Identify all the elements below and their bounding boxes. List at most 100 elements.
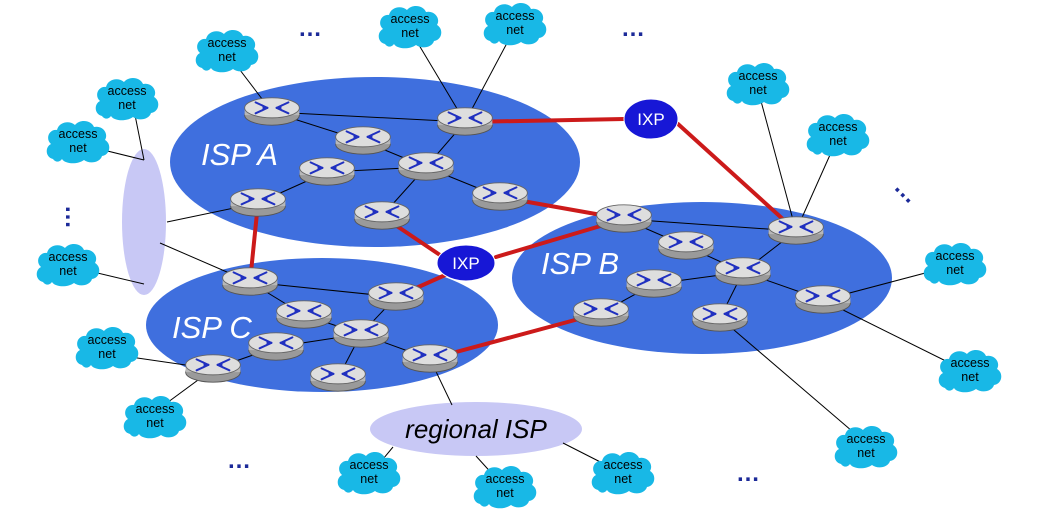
access-net-label-line2: net <box>829 134 847 148</box>
isp-a-label: ISP A <box>201 137 278 172</box>
isp-c-label: ISP C <box>172 310 252 345</box>
access-net-label-line2: net <box>401 26 419 40</box>
access-net-label-line1: access <box>88 333 127 347</box>
router-icon <box>184 353 242 384</box>
router-icon <box>229 187 287 218</box>
network-link <box>623 218 797 232</box>
router-icon <box>794 284 852 315</box>
access-net-label-line1: access <box>350 458 389 472</box>
access-net-label-line1: access <box>108 84 147 98</box>
access-net-label-line2: net <box>506 23 524 37</box>
peering-link <box>428 311 603 361</box>
router-icon <box>353 200 411 231</box>
ellipsis-right: … <box>889 173 926 210</box>
regional-isp-label: regional ISP <box>405 414 547 444</box>
access-net-label-line2: net <box>218 50 236 64</box>
cloud-icon <box>834 426 898 469</box>
network-link <box>271 111 466 123</box>
ixp-node-top: IXP <box>623 98 679 140</box>
router-icon <box>298 156 356 187</box>
access-net-label-line1: access <box>847 432 886 446</box>
access-net-label-line1: access <box>391 12 430 26</box>
access-net-label-line1: access <box>486 472 525 486</box>
router-icon <box>691 302 749 333</box>
router-icon <box>657 230 715 261</box>
access-net-label-line1: access <box>951 356 990 370</box>
cloud-icon <box>923 243 987 286</box>
cloud-icon <box>46 121 110 164</box>
access-net-label-line1: access <box>208 36 247 50</box>
network-link <box>757 89 797 232</box>
cloud-icon <box>473 466 537 509</box>
router-icon <box>572 297 630 328</box>
ellipsis-top-right: … <box>621 15 647 42</box>
access-net-label-line2: net <box>496 486 514 500</box>
router-icon <box>401 343 459 374</box>
router-icon <box>714 256 772 287</box>
access-net-label-line2: net <box>360 472 378 486</box>
router-icon <box>309 362 367 393</box>
ixp-label: IXP <box>452 254 479 273</box>
network-link <box>822 299 969 373</box>
router-icon <box>332 318 390 349</box>
access-net-label-line2: net <box>98 347 116 361</box>
access-net-label-line1: access <box>604 458 643 472</box>
cloud-icon <box>483 3 547 46</box>
router-icon <box>471 181 529 212</box>
ellipsis-top-left: … <box>298 15 324 42</box>
router-icon <box>436 106 494 137</box>
router-icon <box>275 299 333 330</box>
router-icon <box>367 281 425 312</box>
cloud-icon <box>75 327 139 370</box>
router-icon <box>625 268 683 299</box>
cloud-icon <box>123 396 187 439</box>
cloud-icon <box>591 452 655 495</box>
router-icon <box>595 203 653 234</box>
access-net-label-line2: net <box>961 370 979 384</box>
router-icon <box>334 125 392 156</box>
ellipsis-bottom-right: … <box>736 460 762 487</box>
network-link <box>719 317 867 444</box>
peering-link <box>676 122 798 233</box>
regional-isp-left <box>122 149 166 295</box>
ixp-node-middle: IXP <box>436 244 496 282</box>
router-icon <box>767 215 825 246</box>
access-net-label-line2: net <box>857 446 875 460</box>
cloud-icon <box>938 350 1002 393</box>
router-icon <box>247 331 305 362</box>
access-net-label-line2: net <box>59 264 77 278</box>
access-net-label-line1: access <box>936 249 975 263</box>
cloud-icon <box>195 30 259 73</box>
access-net-label-line1: access <box>136 402 175 416</box>
access-net-label-line2: net <box>946 263 964 277</box>
access-net-label-line1: access <box>59 127 98 141</box>
router-icon <box>397 151 455 182</box>
router-icon <box>243 96 301 127</box>
cloud-icon <box>95 78 159 121</box>
cloud-icon <box>726 63 790 106</box>
router-icon <box>221 266 279 297</box>
access-net-label-line2: net <box>69 141 87 155</box>
access-net-label-line2: net <box>749 83 767 97</box>
cloud-icon <box>806 114 870 157</box>
access-net-label-line1: access <box>739 69 778 83</box>
access-nets: accessnetaccessnetaccessnetaccessnetacce… <box>36 3 1002 509</box>
cloud-icon <box>378 6 442 49</box>
access-net-label-line2: net <box>146 416 164 430</box>
